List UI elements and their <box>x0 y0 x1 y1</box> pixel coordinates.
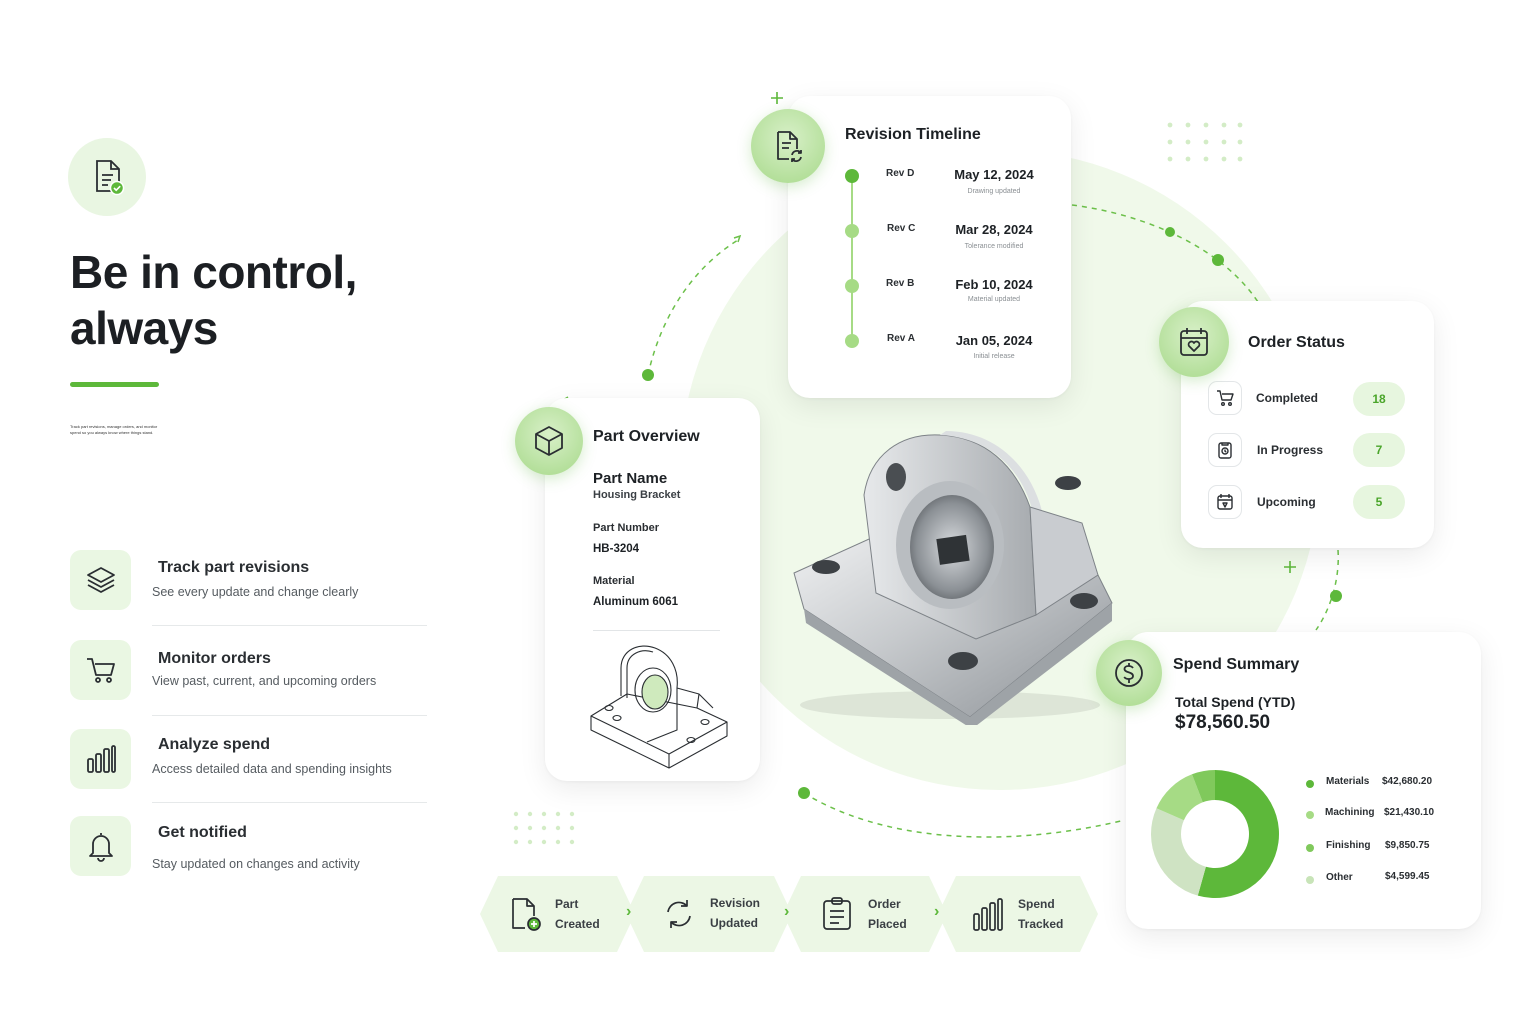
donut-slice-materials <box>1197 770 1279 898</box>
donut-slice-machining <box>1151 808 1206 896</box>
calendar-heart-icon <box>1159 307 1229 377</box>
workflow-step-part-created[interactable] <box>480 876 635 952</box>
clipboard-clock-icon <box>1208 433 1242 467</box>
document-refresh-icon <box>751 109 825 183</box>
donut-slice-other <box>1191 770 1215 803</box>
feature-analyze-spend: Analyze spend Access detailed data and s… <box>70 729 430 809</box>
status-badge: 7 <box>1353 433 1405 467</box>
feature-track-revisions: Track part revisions See every update an… <box>70 550 430 630</box>
divider <box>593 630 720 631</box>
divider <box>152 802 427 803</box>
total-spend-value: $78,560.50 <box>1175 712 1271 733</box>
headline: Be in control, always <box>70 246 357 354</box>
legend-dot <box>1306 780 1314 788</box>
chevron-right-icon: › <box>934 903 940 920</box>
workflow-step-spend-tracked[interactable] <box>938 876 1098 952</box>
chevron-right-icon: › <box>784 903 790 920</box>
dollar-icon <box>1096 640 1162 706</box>
file-add-icon <box>512 898 541 931</box>
cart-icon <box>1208 381 1242 415</box>
clipboard-list-icon <box>823 897 851 930</box>
bell-icon <box>70 816 131 876</box>
feature-monitor-orders: Monitor orders View past, current, and u… <box>70 640 430 720</box>
cart-icon <box>70 640 131 700</box>
donut-slice-finishing <box>1156 774 1203 821</box>
bar-chart-icon <box>70 729 131 789</box>
feature-get-notified: Get notified Stay updated on changes and… <box>70 816 430 896</box>
timeline-dot <box>845 279 859 293</box>
cube-icon <box>515 407 583 475</box>
legend-dot <box>1306 811 1314 819</box>
hero-document-check-icon <box>68 138 146 216</box>
status-badge: 18 <box>1353 382 1405 416</box>
chevron-right-icon: › <box>626 903 632 920</box>
housing-bracket-render <box>793 431 1113 725</box>
workflow-step-order-placed[interactable] <box>783 876 947 952</box>
legend-dot <box>1306 844 1314 852</box>
refresh-icon <box>667 900 691 928</box>
tagline: Track part revisions, manage orders, and… <box>70 424 158 435</box>
revision-timeline-card: Revision Timeline Rev D May 12, 2024 Dra… <box>788 96 1071 398</box>
timeline-dot <box>845 169 859 183</box>
accent-underline <box>70 382 159 387</box>
timeline-dot <box>845 334 859 348</box>
status-badge: 5 <box>1353 485 1405 519</box>
layers-icon <box>70 550 131 610</box>
timeline-dot <box>845 224 859 238</box>
spend-summary-card: Spend Summary Total Spend (YTD) $78,560.… <box>1126 632 1481 929</box>
divider <box>152 625 427 626</box>
workflow-step-revision-updated[interactable] <box>626 876 792 952</box>
divider <box>152 715 427 716</box>
legend-dot <box>1306 876 1314 884</box>
timeline-line <box>851 176 853 342</box>
part-sketch-icon <box>590 645 728 769</box>
part-overview-card: Part Overview Part Name Housing Bracket … <box>545 398 760 781</box>
bar-chart-icon <box>973 898 1003 931</box>
calendar-upcoming-icon <box>1208 485 1242 519</box>
spend-donut-chart <box>1151 770 1279 898</box>
